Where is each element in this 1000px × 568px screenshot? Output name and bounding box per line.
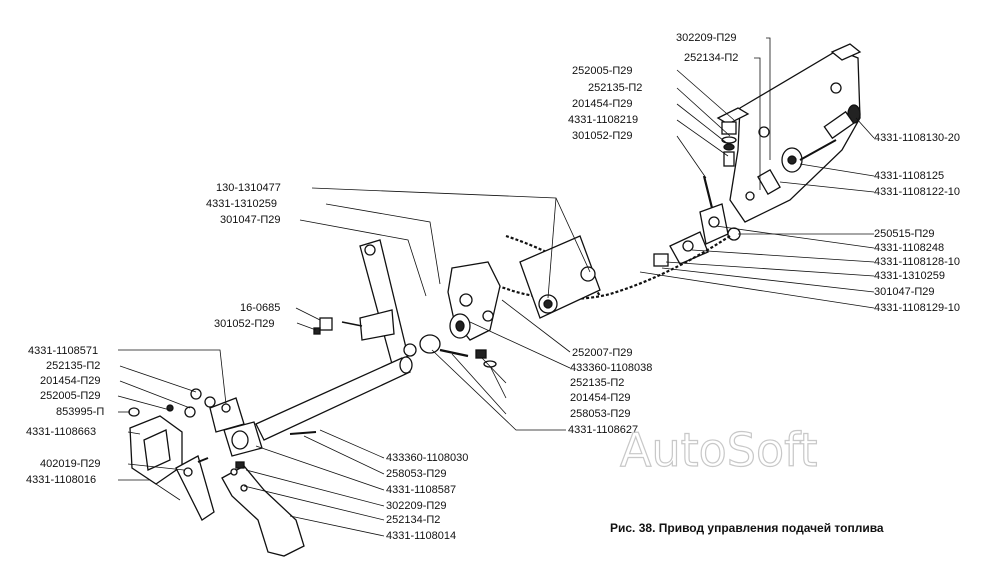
lower-bracket [175, 455, 215, 521]
label-301052-p29: 301052-П29 [572, 130, 633, 142]
label-252005-p29-left: 252005-П29 [40, 390, 101, 402]
label-301052-p29-left: 301052-П29 [214, 318, 275, 330]
small-nut-group [313, 317, 333, 335]
pedal-shaft [255, 356, 413, 441]
label-4331-1108663: 4331-1108663 [26, 426, 96, 438]
vertical-lever [341, 239, 417, 365]
shaft-support-bracket [419, 261, 501, 368]
label-16-0685: 16-0685 [240, 302, 280, 314]
figure-caption: Рис. 38. Привод управления подачей топли… [610, 521, 884, 535]
label-4331-1108125: 4331-1108125 [874, 170, 944, 182]
label-201454-p29-left: 201454-П29 [40, 375, 101, 387]
label-301047-p29-left: 301047-П29 [220, 214, 281, 226]
cable-grommet [519, 235, 601, 319]
label-252135-p2: 252135-П2 [588, 82, 642, 94]
label-250515-p29: 250515-П29 [874, 228, 935, 240]
top-fasteners [702, 121, 737, 209]
label-4331-1108128-10: 4331-1108128-10 [874, 256, 960, 268]
parts-drawing [128, 43, 862, 557]
label-4331-1310259-right: 4331-1310259 [874, 270, 945, 282]
label-4331-1108129-10: 4331-1108129-10 [874, 302, 960, 314]
label-4331-1108122-10: 4331-1108122-10 [874, 186, 960, 198]
cable-adjuster-right [757, 104, 861, 196]
label-252134-p2-bottom: 252134-П2 [386, 514, 440, 526]
middle-lever-bracket [653, 203, 741, 267]
label-853995-p: 853995-П [56, 406, 104, 418]
watermark: AutoSoft [620, 423, 818, 477]
label-433360-1108038: 433360-1108038 [570, 362, 652, 374]
label-302209-p29: 302209-П29 [676, 32, 737, 44]
label-258053-p29-center: 258053-П29 [570, 408, 631, 420]
label-252007-p29: 252007-П29 [572, 347, 633, 359]
label-4331-1108571: 4331-1108571 [28, 345, 98, 357]
label-252135-p2-left: 252135-П2 [46, 360, 100, 372]
part-labels: 302209-П29 252134-П2 252005-П29 252135-П… [26, 32, 960, 542]
label-302209-p29-bottom: 302209-П29 [386, 500, 447, 512]
label-4331-1108627: 4331-1108627 [568, 424, 638, 436]
pedal-pivot [166, 388, 263, 457]
label-252005-p29: 252005-П29 [572, 65, 633, 77]
label-433360-1108030: 433360-1108030 [386, 452, 468, 464]
label-4331-1108219: 4331-1108219 [568, 114, 638, 126]
label-4331-1108016: 4331-1108016 [26, 474, 96, 486]
label-201454-p29-center: 201454-П29 [570, 392, 631, 404]
label-130-1310477: 130-1310477 [216, 182, 281, 194]
label-4331-1108587: 4331-1108587 [386, 484, 456, 496]
pedal-stop-block [128, 407, 183, 485]
label-252134-p2: 252134-П2 [684, 52, 738, 64]
label-402019-p29: 402019-П29 [40, 458, 101, 470]
label-301047-p29-right: 301047-П29 [874, 286, 935, 298]
label-4331-1108130-20: 4331-1108130-20 [874, 132, 960, 144]
label-4331-1310259-left: 4331-1310259 [206, 198, 277, 210]
label-4331-1108014: 4331-1108014 [386, 530, 456, 542]
label-252135-p2-center: 252135-П2 [570, 377, 624, 389]
accelerator-pedal [221, 461, 305, 557]
leader-lines [117, 37, 875, 537]
label-201454-p29: 201454-П29 [572, 98, 633, 110]
label-4331-1108248: 4331-1108248 [874, 242, 944, 254]
label-258053-p29-bottom: 258053-П29 [386, 468, 447, 480]
